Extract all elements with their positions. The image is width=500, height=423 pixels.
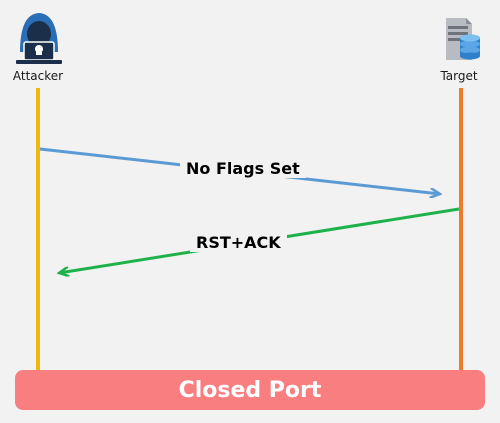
no-flags-set-label: No Flags Set xyxy=(180,159,306,178)
target-label: Target xyxy=(440,69,478,83)
rst-ack-label: RST+ACK xyxy=(190,233,287,252)
attacker-label: Attacker xyxy=(12,69,64,83)
server-icon xyxy=(438,14,484,64)
closed-port-banner: Closed Port xyxy=(15,370,485,410)
closed-port-label: Closed Port xyxy=(178,377,322,403)
hacker-icon xyxy=(12,8,66,66)
